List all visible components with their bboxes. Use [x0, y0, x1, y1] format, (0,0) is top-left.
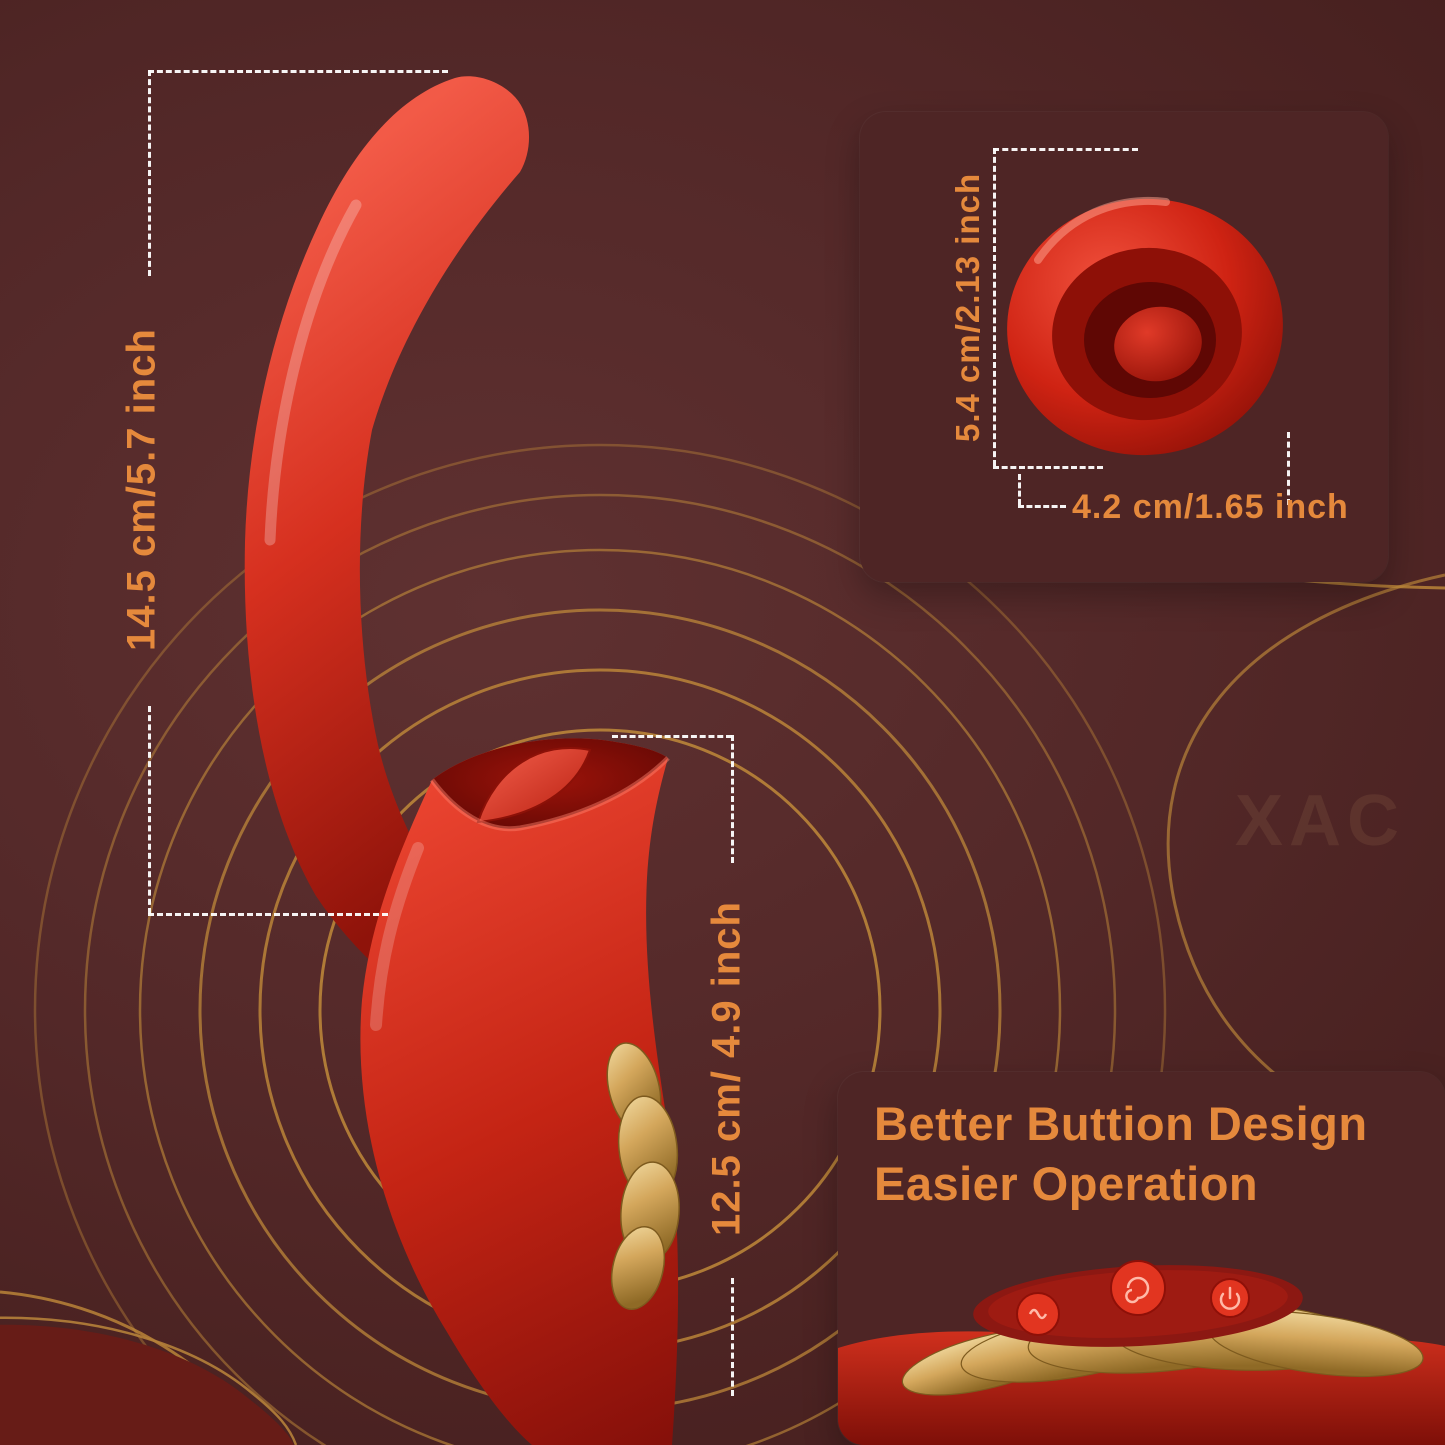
- button-area-illustration: [838, 1260, 1445, 1445]
- dim-body-label: 12.5 cm/ 4.9 inch: [704, 901, 749, 1237]
- dim-shaft-bottom-line: [148, 913, 388, 916]
- button-design-heading-line2: Easier Operation: [874, 1157, 1259, 1211]
- body-highlight: [370, 842, 424, 1031]
- button-design-heading: Better Buttion Design Easier Operation: [874, 1094, 1368, 1214]
- dim-head-width-label: 4.2 cm/1.65 inch: [1072, 488, 1349, 526]
- dim-head-width-right-tick: [1287, 432, 1290, 505]
- front-rim-highlight: [430, 756, 670, 832]
- device-shaft: [244, 76, 530, 1040]
- dim-shaft-upper-line: [148, 70, 151, 276]
- dim-head-height-label: 5.4 cm/2.13 inch: [949, 172, 986, 442]
- head-highlight: [1034, 197, 1170, 264]
- button-design-heading-line1: Better Buttion Design: [874, 1097, 1368, 1150]
- corner-platform: [0, 1316, 298, 1445]
- head-nub: [1114, 306, 1202, 382]
- power-button-icon: [1210, 1278, 1250, 1318]
- brand-watermark: XAC: [1235, 781, 1406, 861]
- dim-body-lower-line: [731, 1278, 734, 1396]
- gold-rings: [0, 443, 1445, 1445]
- head-top-view: [1007, 197, 1283, 456]
- dim-body-top-line: [612, 735, 732, 738]
- dim-head-width-line: [1018, 505, 1066, 508]
- shaft-highlight: [264, 199, 362, 546]
- rose-button-icon: [1110, 1260, 1166, 1316]
- tongue: [476, 747, 592, 824]
- mode-button-icon: [1016, 1292, 1060, 1336]
- head-dimensions-panel: 5.4 cm/2.13 inch 4.2 cm/1.65 inch: [860, 112, 1388, 582]
- dim-head-bottom-tick: [993, 466, 1103, 469]
- dim-shaft-label: 14.5 cm/5.7 inch: [119, 328, 164, 652]
- dim-body-upper-line: [731, 735, 734, 863]
- dim-shaft-top-line: [148, 70, 448, 73]
- device-body: [360, 738, 680, 1445]
- dim-head-top-tick: [993, 148, 1138, 151]
- dim-head-height-line: [993, 148, 996, 466]
- button-design-panel: Better Buttion Design Easier Operation: [838, 1072, 1445, 1445]
- gold-button-trim: [606, 1042, 680, 1310]
- dim-shaft-lower-line: [148, 706, 151, 914]
- dim-head-width-left-tick: [1018, 474, 1021, 505]
